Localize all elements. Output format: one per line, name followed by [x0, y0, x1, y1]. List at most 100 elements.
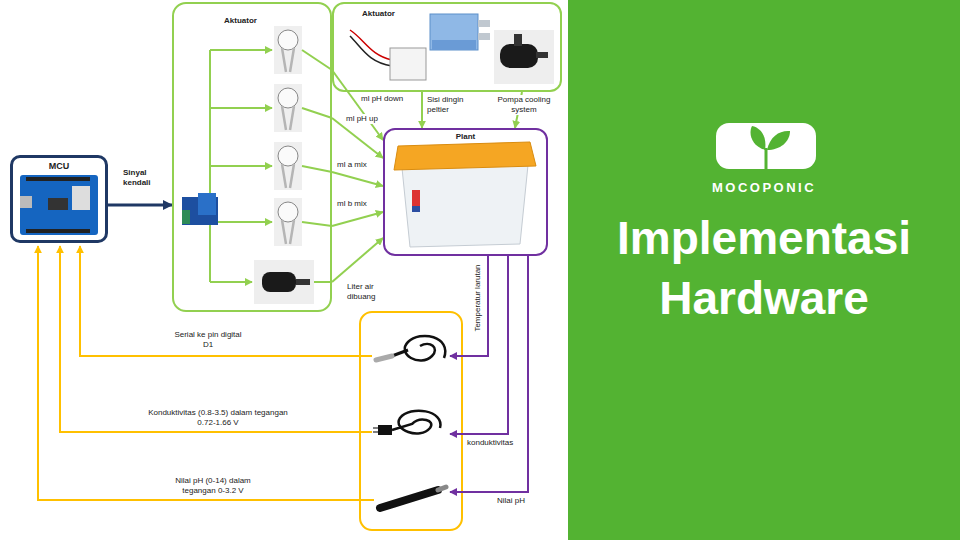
pump-body	[500, 44, 538, 68]
pump-head	[278, 146, 298, 166]
container-lid	[394, 142, 536, 170]
peristaltic-pump	[274, 198, 302, 246]
pump-body	[262, 272, 296, 292]
sensor-label: Nilai pH	[496, 496, 526, 506]
group-heading: Aktuator	[362, 9, 560, 19]
temperature-probe-cable	[392, 350, 408, 356]
output-line	[302, 108, 332, 118]
pump-nozzle	[514, 34, 522, 46]
branch-arrow	[210, 281, 252, 283]
sensor-signal-line	[60, 246, 372, 432]
pin-header	[26, 177, 90, 181]
signal-label: Konduktivitas (0.8-3.5) dalam tegangan 0…	[146, 408, 290, 428]
sensor-label: Temperatur larutan	[473, 262, 483, 334]
edge-label: Pompa cooling system	[494, 95, 554, 115]
output-line	[302, 222, 332, 226]
temperature-probe-tip	[376, 356, 392, 360]
green-panel	[568, 0, 960, 540]
water-block	[430, 14, 478, 50]
water-block-nozzle	[478, 33, 490, 40]
edge-label: ml a mix	[336, 160, 368, 170]
conductivity-cable	[392, 411, 440, 434]
sensor-group	[360, 312, 462, 530]
mcu-heading: MCU	[13, 160, 105, 172]
conductivity-plug	[378, 425, 392, 435]
sense-line	[450, 256, 528, 492]
drain-arrow	[332, 238, 383, 282]
mcu-box: MCU	[10, 155, 108, 243]
container-body	[402, 165, 528, 247]
pump-tube	[282, 48, 294, 72]
output-line	[302, 166, 332, 172]
arduino-board	[20, 175, 98, 235]
cooling-arrow	[421, 92, 423, 128]
panel-title: Implementasi Hardware	[568, 208, 960, 328]
logo-stem	[765, 148, 768, 169]
output-line	[314, 281, 332, 283]
logo-leaf	[751, 126, 766, 150]
actuator-group: Aktuator	[172, 2, 332, 312]
sensor-signal-line	[38, 246, 374, 500]
signal-label: Nilai pH (0-14) dalam tegangan 0-3.2 V	[160, 476, 266, 496]
peristaltic-pump	[274, 142, 302, 190]
edge-label: Sinyal kendali	[122, 168, 160, 188]
plug-prong	[373, 428, 378, 432]
edge-label: Sisi dingin peltier	[426, 95, 470, 115]
container-sticker	[412, 206, 420, 212]
peristaltic-pump	[274, 84, 302, 132]
pump-tube	[282, 164, 294, 188]
peltier-module	[390, 48, 426, 80]
group-heading: Plant	[385, 132, 546, 142]
edge-label: Liter air dibuang	[346, 282, 382, 302]
pump-nozzle	[296, 279, 310, 285]
dosing-arrow	[332, 118, 383, 158]
branch-arrow	[210, 165, 272, 167]
peltier-wire	[350, 30, 392, 60]
plant-box: Plant	[383, 128, 548, 256]
water-pump	[254, 260, 314, 304]
brand-name: MOCOPONIC	[568, 180, 960, 196]
pump-tube	[282, 106, 294, 130]
ph-probe-tip	[438, 487, 446, 490]
control-signal-arrow	[108, 204, 172, 207]
signal-label: Serial ke pin digital D1	[168, 330, 248, 350]
edge-label: ml pH down	[360, 94, 404, 104]
pin-header	[26, 229, 90, 233]
pump-head	[278, 88, 298, 108]
sense-line	[450, 256, 508, 434]
pump-nozzle	[536, 52, 548, 58]
sensor-signal-line	[80, 246, 372, 356]
title-panel: MOCOPONIC Implementasi Hardware	[568, 0, 960, 540]
peltier-wire	[350, 36, 392, 66]
temperature-probe-cable	[405, 336, 446, 361]
dosing-arrow	[332, 172, 383, 186]
ph-probe	[380, 490, 438, 508]
pump-head	[278, 202, 298, 222]
branch-arrow	[210, 49, 272, 51]
water-block-base	[432, 40, 476, 50]
sense-line	[450, 256, 488, 356]
pump-head	[278, 30, 298, 50]
dosing-arrow	[332, 70, 383, 140]
logo-leaf	[767, 131, 790, 150]
edge-label: ml pH up	[345, 114, 379, 124]
relay-terminal	[182, 210, 190, 224]
cooling-pump	[494, 30, 554, 84]
sensor-label: konduktivitas	[466, 438, 514, 448]
dosing-arrow	[332, 212, 383, 226]
peristaltic-pump	[274, 26, 302, 74]
logo-shape	[716, 123, 816, 169]
edge-label: ml b mix	[336, 199, 368, 209]
water-block-nozzle	[478, 20, 490, 27]
wifi-module	[72, 186, 90, 210]
container-sticker	[412, 190, 420, 206]
branch-arrow	[210, 107, 272, 109]
usb-port	[20, 196, 32, 208]
pump-tube	[282, 220, 294, 244]
actuator-group: Aktuator	[332, 2, 562, 92]
branch-arrow	[210, 221, 272, 223]
chip	[48, 198, 68, 210]
output-line	[302, 50, 332, 70]
relay-block	[198, 193, 216, 215]
